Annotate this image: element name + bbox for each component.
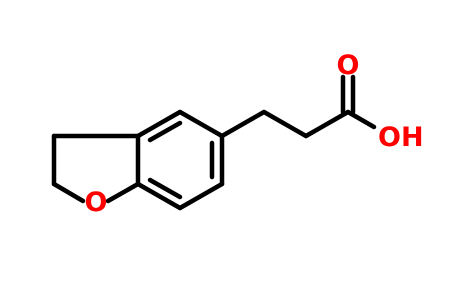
bond-c7-c7a-inner xyxy=(147,177,183,200)
bond-ch2-ch2-chain xyxy=(261,109,309,139)
bond-ch2-cooh xyxy=(303,109,351,139)
ring-oxygen-label: O xyxy=(85,187,108,218)
hydroxyl-label: OH xyxy=(378,122,424,153)
bond-c-oh xyxy=(345,109,377,130)
bond-ch2-o-ring xyxy=(51,181,86,204)
bond-c4-c5 xyxy=(177,109,225,139)
bond-o-c7a xyxy=(105,181,141,204)
bond-c7-c7a xyxy=(135,181,183,211)
carbonyl-oxygen-label: O xyxy=(337,50,360,81)
bond-c3a-c4-aromatic xyxy=(135,109,183,139)
bond-c6-c7 xyxy=(177,181,225,211)
bond-c3a-c4-inner xyxy=(147,120,183,143)
bond-c5-ch2 xyxy=(219,109,267,139)
